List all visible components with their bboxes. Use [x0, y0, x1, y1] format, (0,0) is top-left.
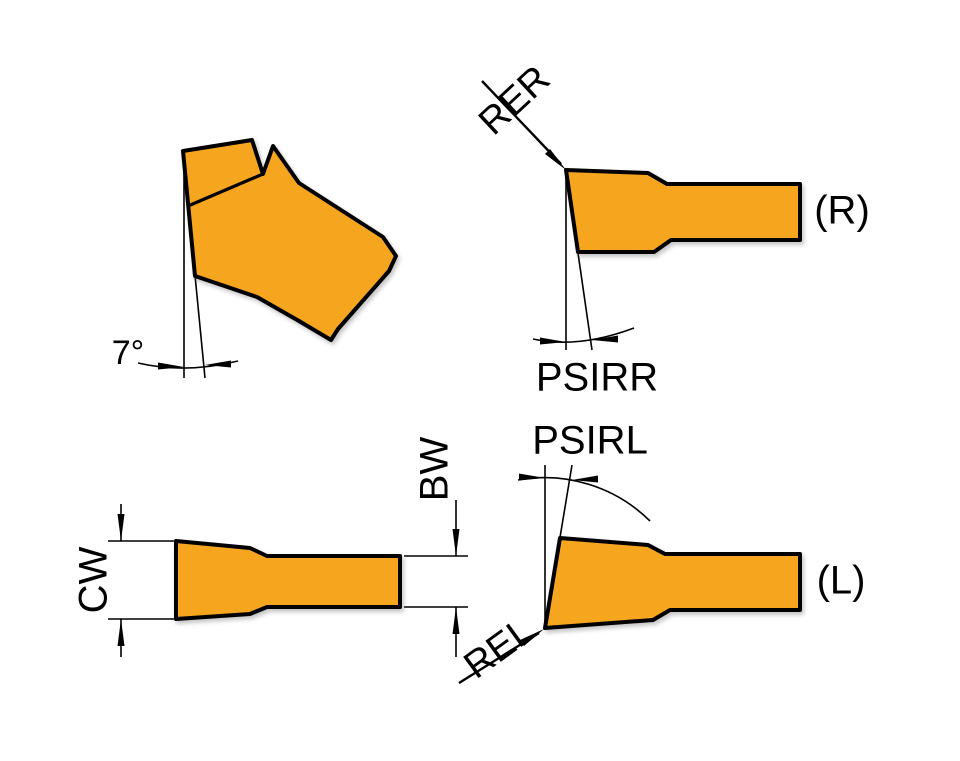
cw-label: CW — [72, 546, 116, 613]
r-hand-label: (R) — [814, 189, 870, 233]
clearance-angle-label: 7° — [112, 334, 145, 372]
angle-arrow-left — [540, 337, 566, 345]
insert-body-front — [174, 539, 402, 621]
rer-label: RER — [471, 58, 558, 143]
front-view: CW BW — [72, 437, 468, 657]
bw-arrow-top — [452, 529, 460, 556]
rer-leader-line — [481, 80, 562, 165]
angle-arrow-left — [519, 473, 545, 481]
bw-arrow-bottom — [452, 607, 460, 634]
cw-arrow-top — [117, 514, 125, 541]
face-ridge-line — [187, 172, 264, 208]
rer-leader-arrow — [545, 149, 566, 170]
rel-leader-arrow — [520, 629, 544, 646]
psirr-label: PSIRR — [536, 356, 658, 400]
left-hand-view: REL PSIRL (L) — [457, 419, 866, 688]
l-hand-label: (L) — [817, 559, 866, 603]
iso-view: 7° — [112, 138, 398, 379]
insert-body-right — [564, 168, 802, 254]
angle-arc — [517, 476, 651, 522]
angle-arrow-left — [158, 362, 184, 370]
angle-arrow-right — [572, 475, 598, 483]
cw-arrow-bottom — [117, 619, 125, 646]
psirl-label: PSIRL — [532, 419, 648, 463]
insert-body-left — [543, 536, 802, 630]
bw-label: BW — [413, 437, 457, 502]
angle-arrow-right — [592, 335, 618, 343]
right-hand-view: RER PSIRR (R) — [471, 58, 870, 400]
insert-body-iso — [181, 138, 398, 342]
angle-arrow-right — [205, 360, 231, 368]
